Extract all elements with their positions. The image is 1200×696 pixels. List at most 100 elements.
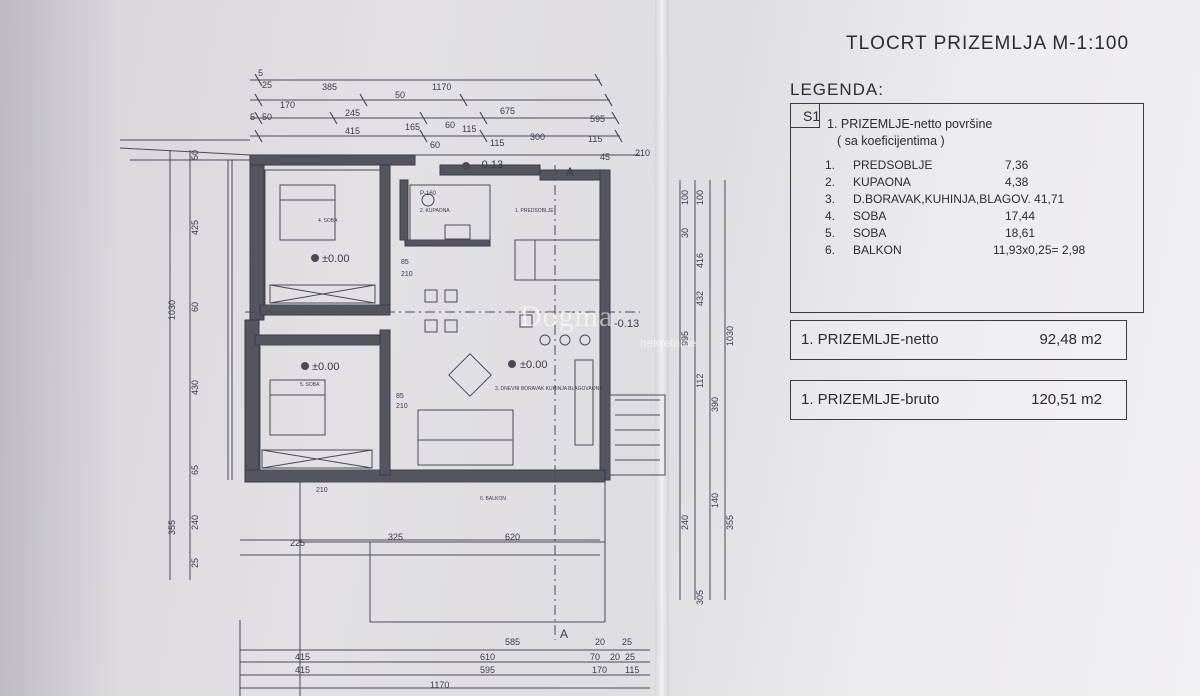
dim-r3-115: 115 [462, 124, 476, 134]
door-dim-85a: 85 [401, 259, 409, 266]
dim-675: 675 [500, 106, 515, 116]
dim-top-25: 25 [262, 80, 272, 90]
bruto-value: 120,51 m2 [1031, 391, 1102, 408]
legend-subtitle: 1. PRIZEMLJE-netto površine ( sa koefici… [827, 116, 992, 150]
dim-bottom-325: 325 [388, 532, 403, 542]
dim-right-140: 140 [710, 493, 720, 508]
level-top: -0.13 [478, 159, 503, 171]
dim-top-5: 5 [258, 68, 263, 78]
dim-right-112: 112 [695, 374, 705, 388]
dim-left-50: 50 [190, 150, 200, 160]
dim-b3-25: 25 [625, 652, 635, 662]
dim-top-1170: 1170 [432, 82, 451, 92]
room-p160: P-160 [420, 191, 437, 197]
room-balkon: 6. BALKON [480, 496, 506, 502]
dim-r3-50: 50 [262, 112, 272, 122]
row-value: 7,36 [1005, 158, 1029, 172]
dim-bottom-225: 225 [290, 538, 305, 548]
dim-r4-60: 60 [430, 140, 440, 150]
legend-subtitle-line2: ( sa koeficijentima ) [837, 134, 945, 148]
row-value: 17,44 [1005, 209, 1036, 223]
dim-r4-300: 300 [530, 132, 545, 142]
dim-b2-585: 585 [505, 637, 520, 647]
dim-left-65: 65 [190, 465, 200, 475]
dim-r4-415: 415 [345, 126, 360, 136]
legend-box: S1 1. PRIZEMLJE-netto površine ( sa koef… [790, 103, 1144, 313]
dim-left-430: 430 [190, 380, 200, 395]
room-soba5: 5. SOBA [300, 382, 320, 388]
door-dim-210b: 210 [396, 403, 408, 410]
dim-top-385: 385 [322, 82, 337, 92]
row-number: 4. [825, 209, 836, 223]
dim-r4-115: 115 [490, 138, 504, 148]
dim-right-390: 390 [710, 397, 720, 412]
dim-left-1030: 1030 [167, 300, 177, 320]
dim-left-60: 60 [190, 302, 200, 312]
room-kupaona: 2. KUPAONA [420, 208, 450, 214]
dim-b3-415: 415 [295, 652, 310, 662]
door-dim-210c: 210 [316, 487, 328, 494]
dim-b4-415: 415 [295, 665, 310, 675]
dim-50: 50 [395, 90, 405, 100]
dim-r5-45: 45 [600, 152, 610, 162]
dim-r3-5: 5 [250, 112, 255, 122]
section-mark-bottom: A [560, 627, 568, 641]
paper-fold [655, 0, 669, 696]
dim-bottom-620: 620 [505, 532, 520, 542]
level-soba4: ±0.00 [322, 253, 349, 265]
dim-b4-115: 115 [625, 665, 639, 675]
dim-b2-25: 25 [622, 637, 632, 647]
row-label: KUPAONA [853, 175, 911, 189]
drawing-title: TLOCRT PRIZEMLJA M-1:100 [846, 33, 1130, 54]
dim-left-425: 425 [190, 220, 200, 235]
dim-b2-20: 20 [595, 637, 605, 647]
room-boravak: 3. DNEVNI BORAVAK KUHINJA BLAGOVAONA [495, 386, 603, 392]
dim-r3-165: 165 [405, 122, 420, 132]
row-label: SOBA [853, 209, 887, 223]
legend-divider [791, 127, 819, 128]
dim-b3-610: 610 [480, 652, 495, 662]
room-soba4: 4. SOBA [318, 218, 338, 224]
row-number: 5. [825, 226, 836, 240]
dim-right-995: 995 [680, 331, 690, 346]
dim-r5-210: 210 [635, 148, 650, 158]
door-dim-210a: 210 [401, 271, 413, 278]
dim-right-1030: 1030 [725, 326, 735, 346]
dim-left-355: 355 [167, 520, 177, 535]
dim-b4-595: 595 [480, 665, 495, 675]
legend-heading: LEGENDA: [790, 80, 884, 99]
dim-b3-70: 70 [590, 652, 600, 662]
level-soba5: ±0.00 [312, 361, 339, 373]
dim-r3-60: 60 [445, 120, 455, 130]
row-value: 11,93x0,25= 2,98 [993, 243, 1086, 257]
bruto-total-box: 1. PRIZEMLJE-bruto 120,51 m2 [790, 380, 1127, 420]
watermark-logo: Dogma [520, 300, 614, 333]
row-number: 1. [825, 158, 836, 172]
dim-right-240: 240 [680, 515, 690, 530]
row-label: BALKON [853, 243, 902, 257]
dim-right-305: 305 [695, 590, 705, 605]
legend-section: S1 [803, 108, 821, 124]
dim-245: 245 [345, 108, 360, 118]
row-number: 6. [825, 243, 836, 257]
row-label: D.BORAVAK,KUHINJA,BLAGOV. 41,71 [853, 192, 1065, 206]
legend-vdivider [819, 104, 820, 128]
sheet-shadow [0, 0, 120, 696]
row-label: SOBA [853, 226, 887, 240]
dim-right-100b: 100 [695, 190, 705, 205]
dim-right-30: 30 [680, 228, 690, 238]
dim-left-240: 240 [190, 515, 200, 530]
dim-b5-1170: 1170 [430, 680, 449, 690]
dim-r3-595: 595 [590, 114, 605, 124]
room-predsoblje: 1. PREDSOBLJE [515, 208, 554, 214]
netto-value: 92,48 m2 [1039, 331, 1102, 348]
dim-b3-20: 20 [610, 652, 620, 662]
dim-right-416: 416 [695, 253, 705, 268]
dim-170: 170 [280, 100, 295, 110]
legend-subtitle-line1: 1. PRIZEMLJE-netto površine [827, 117, 993, 131]
bruto-label: 1. PRIZEMLJE-bruto [801, 391, 940, 408]
row-value: 4,38 [1005, 175, 1029, 189]
dim-left-25: 25 [190, 558, 200, 568]
level-boravak: ±0.00 [520, 359, 547, 371]
row-number: 2. [825, 175, 836, 189]
